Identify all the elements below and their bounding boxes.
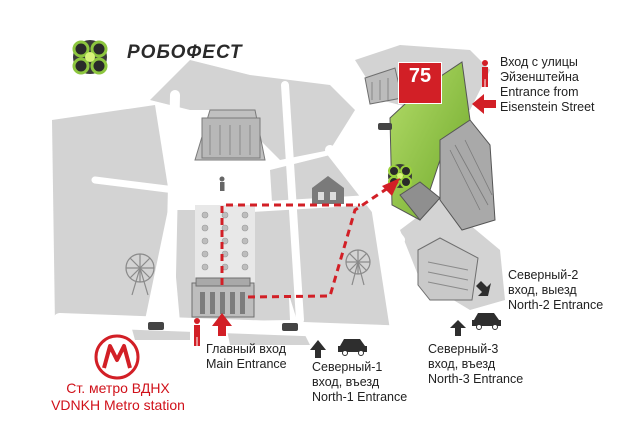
person-icon-eisenstein <box>482 60 488 87</box>
arrow-eisenstein-icon <box>472 94 496 114</box>
north1-line3: North-1 Entrance <box>312 390 408 404</box>
label-north3: Северный-3 вход, въезд North-3 Entrance <box>428 342 523 387</box>
north3-line2: вход, въезд <box>428 357 496 371</box>
car-icon-map-2 <box>282 323 298 331</box>
metro-line1: Ст. метро ВДНХ <box>66 380 170 396</box>
label-main-entrance: Главный вход Main Entrance <box>206 342 287 372</box>
central-pavilion <box>194 109 266 161</box>
brand-logo-icon <box>72 40 108 75</box>
label-north2: Северный-2 вход, выезд North-2 Entrance <box>508 268 603 313</box>
north2-line1: Северный-2 <box>508 268 579 282</box>
north2-line2: вход, выезд <box>508 283 577 297</box>
car-icon-map-1 <box>148 322 164 330</box>
arrow-north3-icon <box>450 320 466 336</box>
central-alley <box>195 205 255 285</box>
main-line1: Главный вход <box>206 342 287 356</box>
person-icon-map <box>219 176 225 191</box>
north2-line3: North-2 Entrance <box>508 298 604 312</box>
north1-line1: Северный-1 <box>312 360 383 374</box>
label-metro: Ст. метро ВДНХ VDNKH Metro station <box>48 380 188 414</box>
route-arrowhead-icon <box>382 178 400 196</box>
north1-line2: вход, въезд <box>312 375 380 389</box>
car-icon-map-3 <box>378 123 392 130</box>
arrow-north1-icon <box>310 340 326 358</box>
north3-line1: Северный-3 <box>428 342 499 356</box>
brand-name: РОБОФЕСТ <box>127 42 243 63</box>
building-north <box>417 237 479 301</box>
metro-icon <box>94 334 140 380</box>
pavilion-number: 75 <box>408 65 432 87</box>
ferris-wheel-north <box>345 249 371 286</box>
main-line2: Main Entrance <box>206 357 287 371</box>
eisenstein-line1: Вход с улицы <box>500 55 578 69</box>
car-icon-north3 <box>472 313 501 330</box>
person-icon-main <box>194 318 200 346</box>
small-building <box>312 176 344 204</box>
metro-line2: VDNKH Metro station <box>51 397 185 413</box>
eisenstein-line3: Entrance from <box>500 85 579 99</box>
car-icon-north1 <box>338 339 367 356</box>
arrow-main-icon <box>212 313 232 336</box>
label-north1: Северный-1 вход, въезд North-1 Entrance <box>312 360 407 405</box>
ferris-wheel-west <box>125 253 155 296</box>
label-eisenstein: Вход с улицы Эйзенштейна Entrance from E… <box>500 55 595 115</box>
eisenstein-line4: Eisenstein Street <box>500 100 595 114</box>
pavilion-number-badge: 75 <box>398 62 442 104</box>
arrow-north2-icon <box>476 281 491 296</box>
eisenstein-line2: Эйзенштейна <box>500 70 579 84</box>
route-path <box>220 178 401 299</box>
north3-line3: North-3 Entrance <box>428 372 524 386</box>
